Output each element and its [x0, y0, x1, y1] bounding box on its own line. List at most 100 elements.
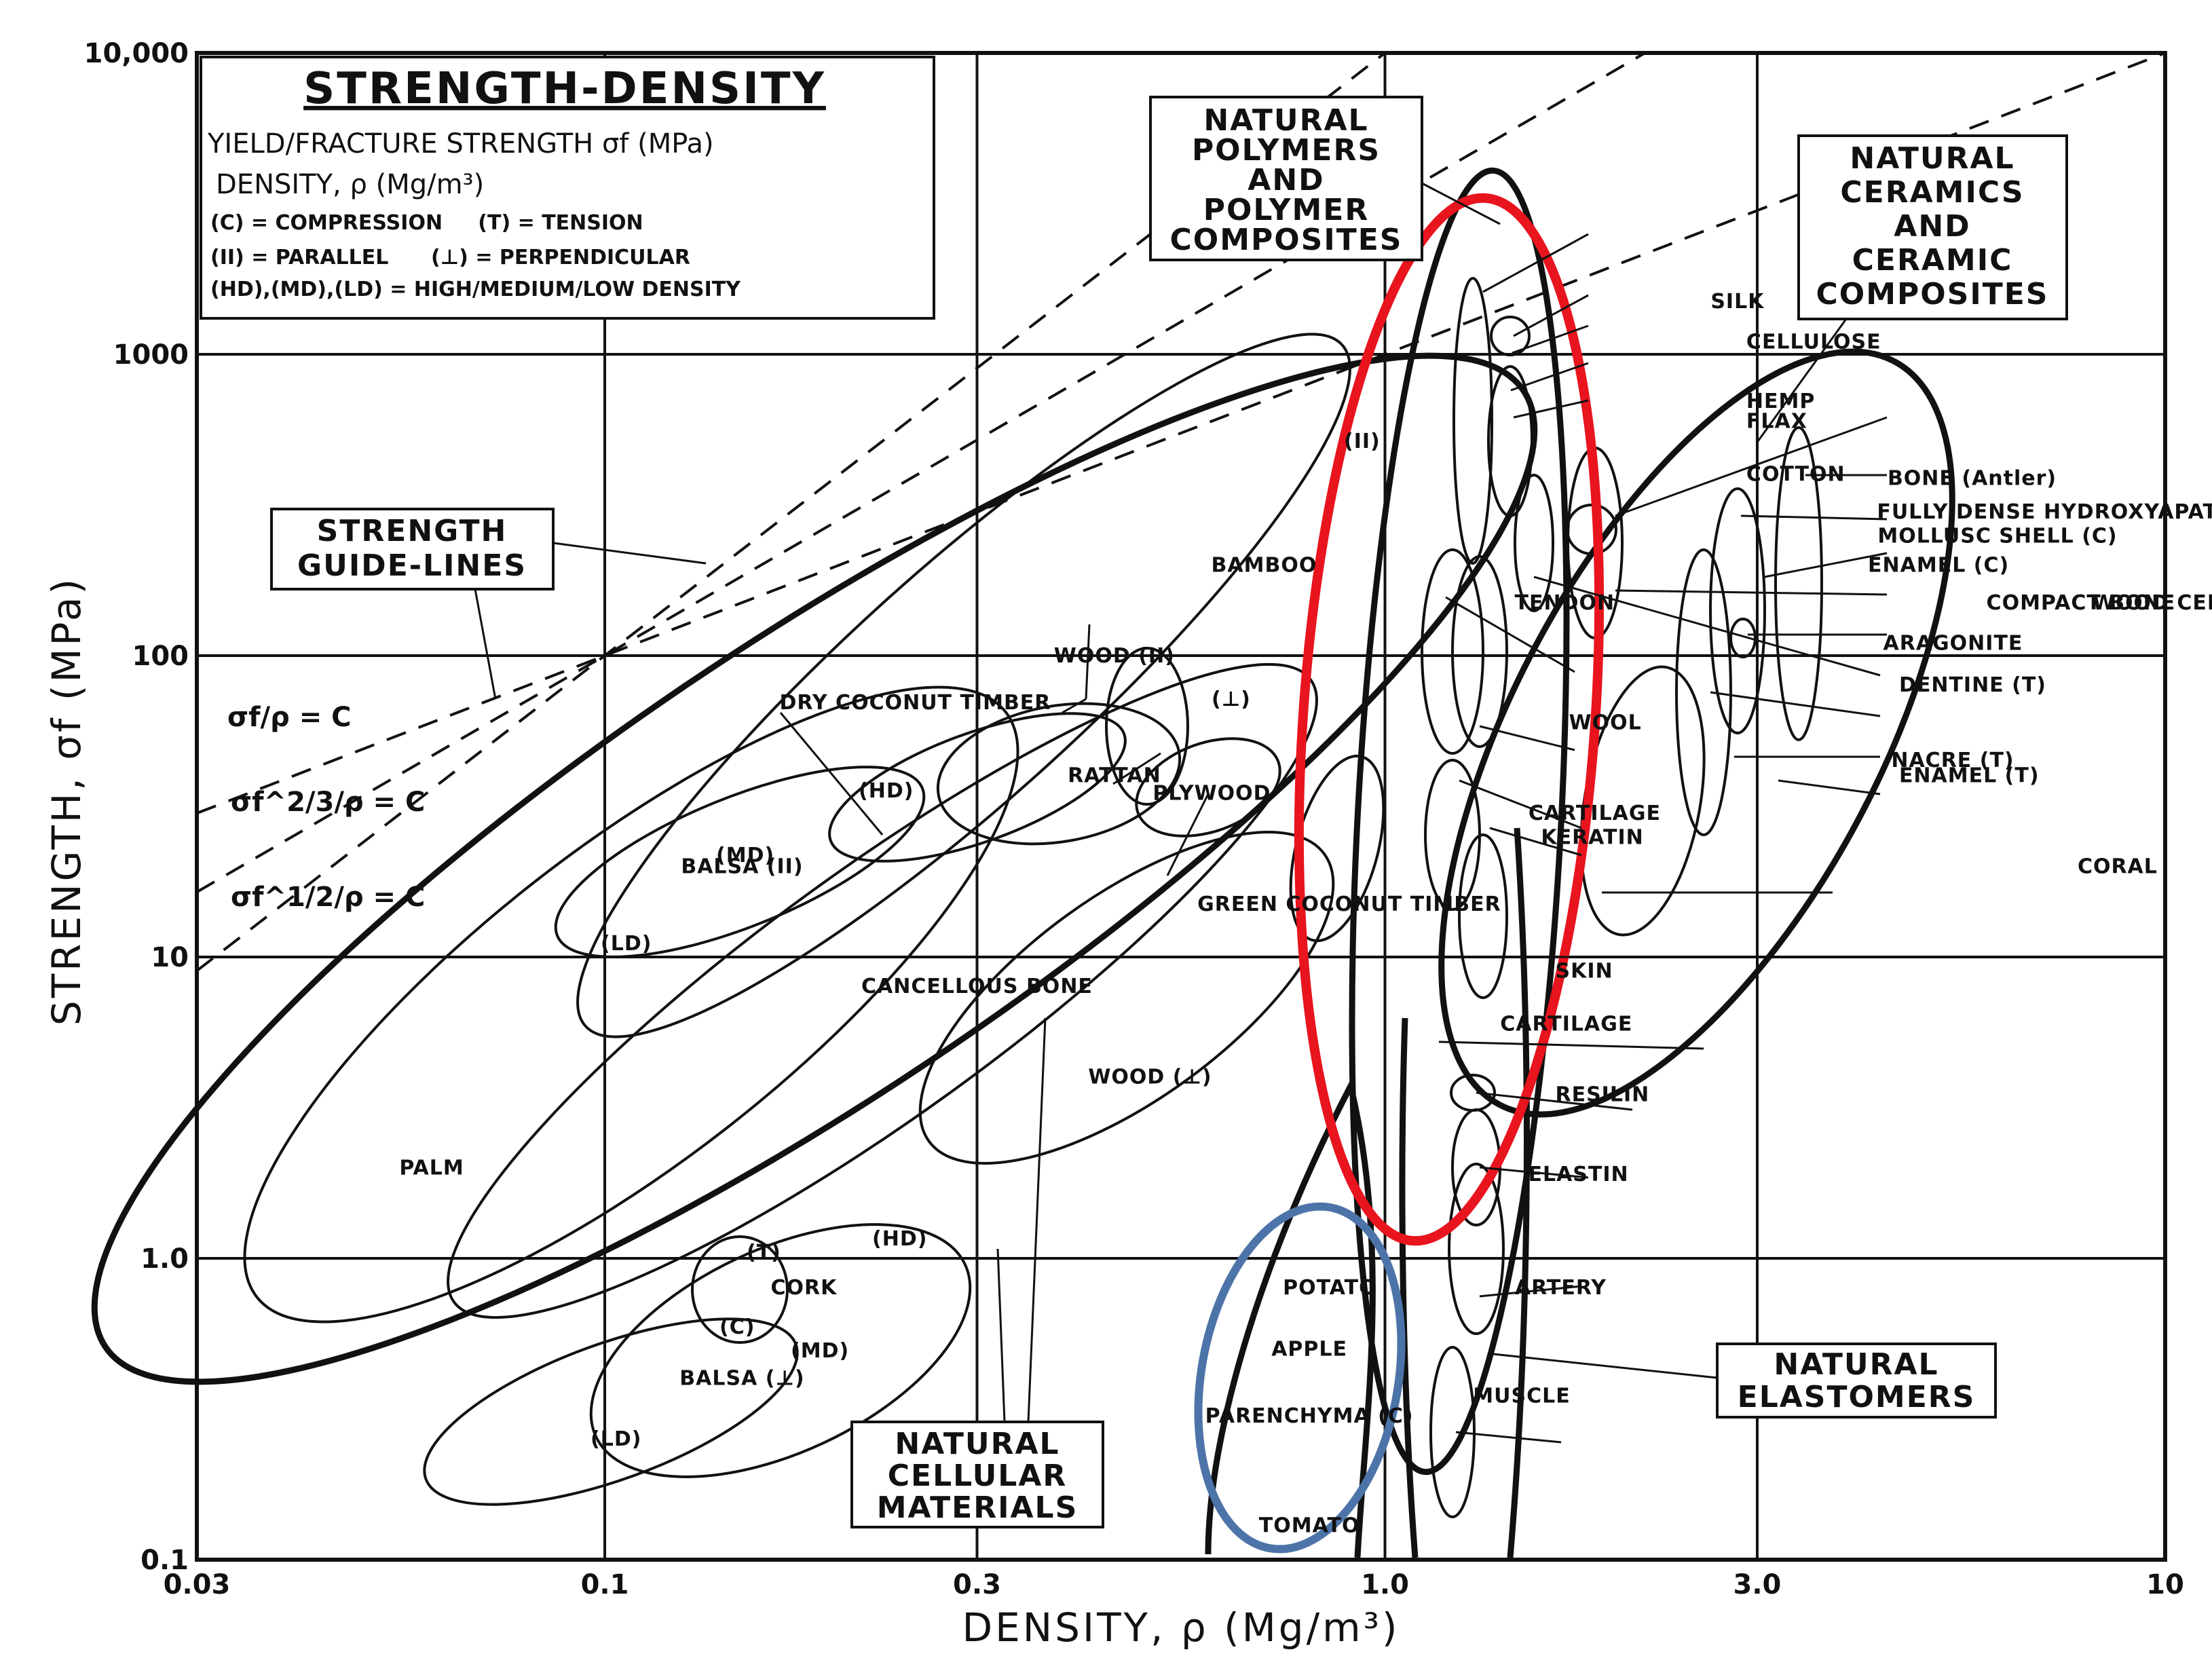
material-label: TOMATO	[1259, 1514, 1360, 1537]
material-label: SILK	[1710, 290, 1765, 314]
guide-box-leader	[474, 542, 707, 700]
material-label: DENTINE (T)	[1899, 673, 2046, 697]
material-label: COTTON	[1746, 463, 1845, 487]
material-label: ENAMEL (T)	[1899, 764, 2040, 788]
keratin-region	[1424, 759, 1481, 911]
aragonite-region	[1729, 618, 1757, 658]
material-label: DRY COCONUT TIMBER	[780, 691, 1051, 715]
material-label: NACRE (T)	[1891, 749, 2014, 772]
balsa-ii-region	[554, 766, 926, 958]
material-label: CORAL	[2078, 855, 2158, 878]
x-tick-label: 0.3	[953, 1569, 1001, 1600]
muscle-region	[1429, 1346, 1476, 1518]
highlight-polymers-red	[1294, 193, 1605, 1246]
legend-line-3: (C) = COMPRESSION (T) = TENSION	[210, 211, 643, 235]
cellular-box-leader	[996, 1017, 1047, 1423]
annot-t: (T)	[747, 1241, 781, 1264]
material-label: BALSA (⊥)	[679, 1367, 804, 1391]
elastomers-box-leader	[1493, 1353, 1718, 1379]
guide-eq-1: σf/ρ = C	[227, 702, 352, 733]
x-axis-title: DENSITY, ρ (Mg/m³)	[962, 1604, 1400, 1651]
y-tick-label: 10	[151, 942, 189, 973]
material-label: CELLULOSE	[1746, 331, 1881, 354]
y-tick-label: 1000	[113, 339, 189, 371]
legend-line-4: (II) = PARALLEL (⊥) = PERPENDICULAR	[210, 246, 690, 269]
material-label: CARTILAGE	[1529, 802, 1661, 825]
elastomers-box: NATURAL ELASTOMERS	[1716, 1343, 1997, 1419]
ceramics-box-line-5: COMPOSITES	[1816, 277, 2049, 312]
polymers-envelope	[1349, 167, 1570, 1476]
polymers-box-line-1: NATURAL	[1203, 103, 1368, 138]
material-label: CORK	[771, 1276, 838, 1300]
material-label: COMPACT BONE	[1987, 591, 2176, 615]
material-label: WOOD CELL WALL	[2093, 591, 2212, 615]
wool-region	[1451, 555, 1508, 748]
plot-frame	[195, 51, 2167, 1562]
material-label: FULLY DENSE HYDROXYAPATITE	[1877, 500, 2212, 524]
legend-line-5: (HD),(MD),(LD) = HIGH/MEDIUM/LOW DENSITY	[210, 278, 741, 301]
material-label: ENAMEL (C)	[1868, 553, 2009, 577]
ceramics-box-line-4: CERAMIC	[1852, 243, 2013, 278]
guide-line	[195, 52, 1386, 972]
legend-line-1: YIELD/FRACTURE STRENGTH σf (MPa)	[207, 128, 714, 159]
wood-parallel-region	[576, 333, 1351, 1038]
material-label: POTATO	[1283, 1276, 1376, 1300]
x-tick-label: 10	[2146, 1569, 2184, 1600]
annot-md-2: (MD)	[791, 1339, 849, 1363]
material-label: ARAGONITE	[1883, 632, 2023, 656]
mollusc-shell-region	[1709, 487, 1766, 734]
hemp-region	[1490, 316, 1531, 356]
cellular-box: NATURAL CELLULAR MATERIALS	[850, 1421, 1104, 1528]
material-label: WOOD (II)	[1054, 644, 1175, 668]
y-tick-label: 100	[132, 641, 189, 672]
polymers-box-line-3: AND	[1248, 163, 1324, 198]
cellular-box-line-2: CELLULAR	[888, 1459, 1068, 1493]
balsa-hd-region	[423, 1317, 799, 1506]
wood-cell-wall-region	[1514, 474, 1554, 612]
ceramics-box-line-1: NATURAL	[1850, 141, 2014, 176]
elastomer-band	[1399, 827, 1530, 1558]
polymers-box-line-4: POLYMER	[1203, 193, 1369, 227]
legend-line-2: DENSITY, ρ (Mg/m³)	[216, 169, 484, 200]
nacre-region	[1675, 548, 1732, 836]
ceramics-box-leader	[1757, 318, 1848, 442]
polymers-box: NATURAL POLYMERS AND POLYMER COMPOSITES	[1149, 96, 1423, 261]
highlight-parenchyma-blue	[1194, 1202, 1406, 1554]
material-label: RESILIN	[1555, 1083, 1649, 1106]
x-tick-label: 0.1	[581, 1569, 629, 1600]
guide-lines-box: STRENGTH GUIDE-LINES	[270, 508, 555, 590]
elastomers-box-line-1: NATURAL	[1774, 1347, 1938, 1382]
material-label: WOOD (⊥)	[1088, 1066, 1212, 1089]
annot-ii-top: (II)	[1344, 430, 1381, 453]
hydroxyapatite-region	[1774, 426, 1823, 741]
material-label: PALM	[399, 1156, 464, 1180]
right-leaders	[779, 233, 1888, 1444]
material-label: PLYWOOD	[1152, 781, 1271, 805]
material-label: GREEN COCONUT TIMBER	[1197, 893, 1501, 916]
skin-region	[1458, 833, 1508, 999]
guide-box-line-1: STRENGTH	[317, 514, 508, 548]
bamboo-perp-region	[1105, 647, 1189, 806]
material-label: MOLLUSC SHELL (C)	[1877, 524, 2117, 548]
annot-ld-1: (LD)	[601, 932, 652, 956]
annot-hd-2: (HD)	[872, 1227, 927, 1251]
x-tick-label: 3.0	[1733, 1569, 1782, 1600]
guide-eq-2: σf^2/3/ρ = C	[231, 787, 425, 818]
material-label: APPLE	[1271, 1338, 1347, 1362]
legend-box: STRENGTH-DENSITY YIELD/FRACTURE STRENGTH…	[200, 56, 935, 320]
material-label: CANCELLOUS BONE	[861, 975, 1093, 998]
material-label: FLAX	[1746, 410, 1807, 434]
annot-md-1: (MD)	[716, 844, 774, 867]
material-label: ELASTIN	[1528, 1163, 1628, 1186]
y-tick-label: 10,000	[84, 38, 189, 69]
ceramics-box: NATURAL CERAMICS AND CERAMIC COMPOSITES	[1797, 134, 2068, 320]
polymers-box-line-5: COMPOSITES	[1170, 223, 1403, 257]
material-label: MUSCLE	[1473, 1384, 1570, 1408]
cellular-box-line-1: NATURAL	[895, 1427, 1060, 1461]
ceramics-box-line-3: AND	[1894, 209, 1970, 244]
polymers-box-leader	[1421, 182, 1501, 225]
tendon-region	[1421, 548, 1484, 755]
annot-perp: (⊥)	[1212, 688, 1251, 711]
